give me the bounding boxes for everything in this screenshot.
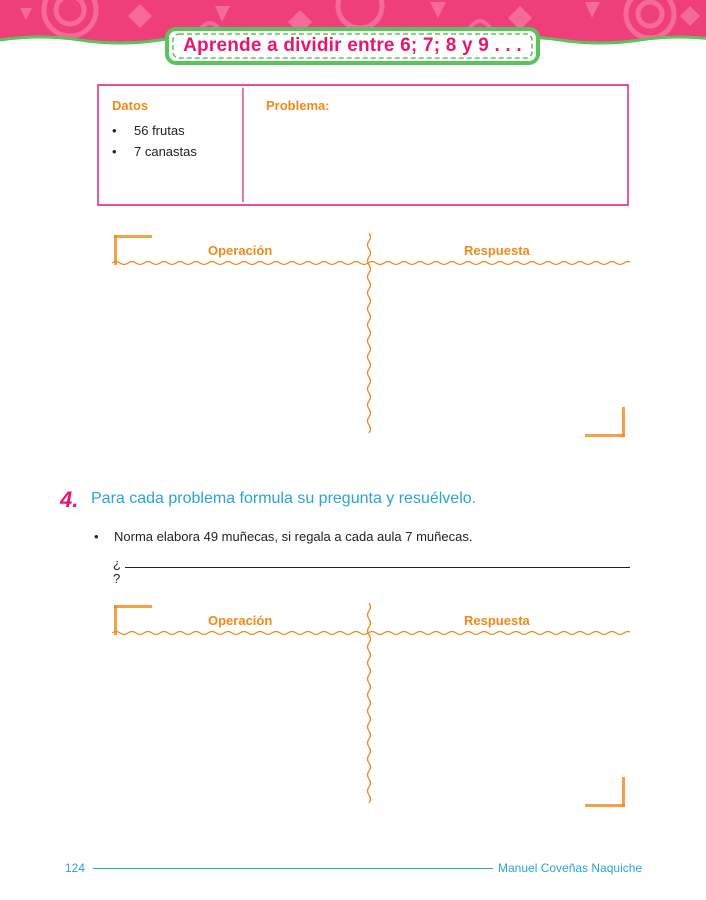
respuesta-label: Respuesta [464, 613, 530, 628]
footer-author: Manuel Coveñas Naquiche [498, 861, 643, 875]
panel-1-lines [112, 233, 630, 437]
datos-box-border [97, 84, 629, 206]
panel-2-lines [112, 603, 630, 807]
page-number: 124 [65, 861, 86, 875]
title-banner: Aprende a dividir entre 6; 7; 8 y 9 . . … [165, 26, 540, 66]
question-blank[interactable] [124, 555, 630, 568]
operation-panel-2: Operación Respuesta [112, 603, 630, 809]
problem-statement: •Norma elabora 49 muñecas, si regala a c… [94, 529, 473, 544]
operacion-label: Operación [208, 243, 273, 258]
question-answer-line[interactable]: ¿ ? [113, 555, 633, 586]
footer-rule [93, 868, 493, 869]
operation-panel-1: Operación Respuesta [112, 233, 630, 439]
list-item: •56 frutas [112, 123, 185, 138]
operacion-label: Operación [208, 613, 273, 628]
datos-list: •56 frutas •7 canastas [112, 120, 197, 162]
problema-label: Problema: [266, 98, 330, 113]
datos-label: Datos [112, 98, 149, 113]
exercise-instruction: Para cada problema formula su pregunta y… [91, 490, 477, 507]
list-item: •7 canastas [112, 144, 197, 159]
exercise-number: 4. [60, 487, 79, 512]
respuesta-label: Respuesta [464, 243, 530, 258]
title-banner-shape [165, 27, 540, 65]
page-title: Aprende a dividir entre 6; 7; 8 y 9 . . … [183, 35, 522, 56]
